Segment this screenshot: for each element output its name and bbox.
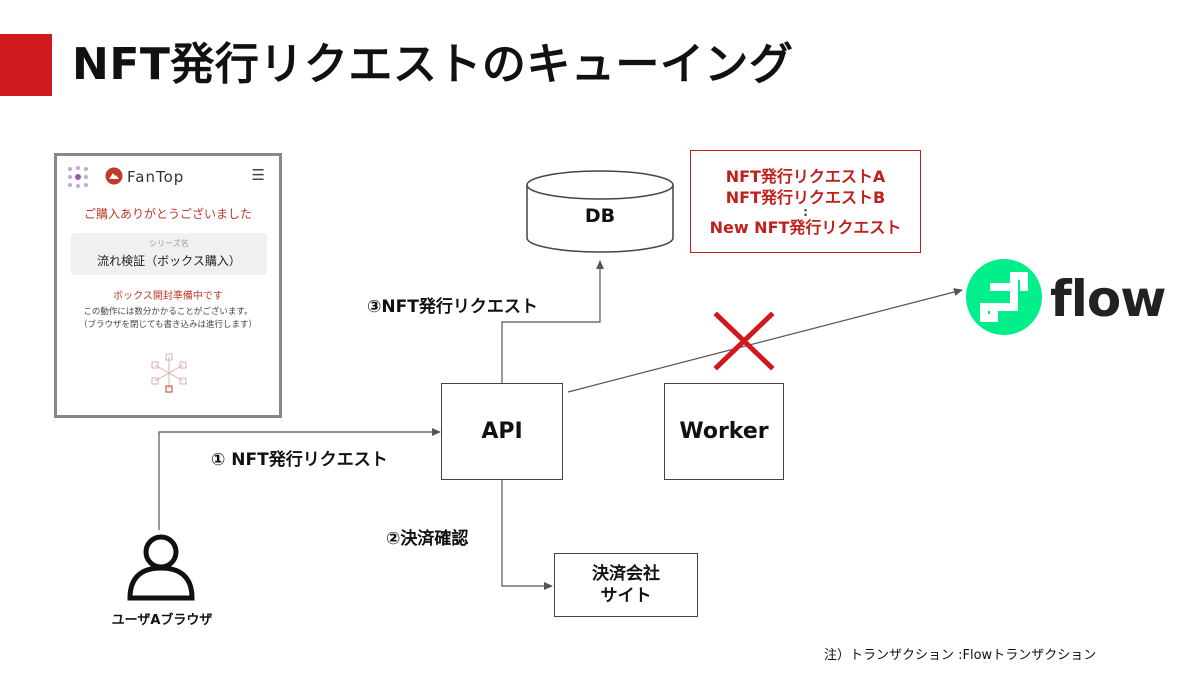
page-title: NFT発行リクエストのキューイング: [72, 39, 794, 90]
arrow-api-to-payment: [501, 480, 553, 590]
queue-item-a: NFT発行リクエストA: [725, 166, 886, 186]
series-value: 流れ検証（ボックス購入）: [97, 254, 241, 268]
step3-label: ③NFT発行リクエスト: [367, 297, 538, 317]
phone-note: この動作には数分かかることがございます。 （ブラウザを閉じても書き込みは進行しま…: [57, 306, 279, 332]
phone-header: FanTop ☰: [57, 156, 279, 196]
user-label: ユーザAブラウザ: [111, 613, 213, 628]
phone-note-line1: この動作には数分かかることがございます。: [83, 307, 253, 317]
phone-thanks-message: ご購入ありがとうございました: [83, 207, 252, 221]
network-cubes-icon: [151, 353, 187, 393]
queue-ellipsis: :: [803, 204, 808, 219]
api-box: API: [441, 383, 563, 480]
footer-note: 注）トランザクション :Flowトランザクション: [824, 648, 1097, 663]
step1-label: ① NFT発行リクエスト: [211, 450, 388, 470]
worker-label: Worker: [679, 419, 769, 444]
person-icon: [127, 534, 195, 601]
worker-box: Worker: [664, 383, 784, 480]
queue-item-b: NFT発行リクエストB: [725, 187, 886, 207]
db-label: DB: [584, 205, 616, 227]
red-x-icon: [713, 311, 775, 371]
db-cylinder-icon: [526, 170, 674, 253]
fantop-phone-screen: FanTop ☰ ご購入ありがとうございました シリーズ名 流れ検証（ボックス購…: [54, 153, 282, 418]
payment-label-line2: サイト: [600, 586, 652, 606]
flow-wordmark: flow: [1050, 270, 1166, 328]
phone-series-card: シリーズ名 流れ検証（ボックス購入）: [71, 233, 267, 275]
queue-item-new: New NFT発行リクエスト: [709, 217, 902, 237]
hamburger-icon[interactable]: ☰: [251, 166, 265, 184]
phone-note-line2: （ブラウザを閉じても書き込みは進行します）: [78, 320, 258, 330]
arrow-user-to-api: [158, 428, 441, 530]
series-key: シリーズ名: [149, 239, 189, 248]
title-accent-bar: [0, 34, 52, 96]
api-label: API: [481, 419, 523, 444]
phone-preparing: ボックス開封準備中です: [113, 291, 223, 302]
phone-brand: FanTop: [127, 168, 185, 186]
dots-logo-icon: [68, 166, 88, 188]
request-queue-box: NFT発行リクエストA NFT発行リクエストB : New NFT発行リクエスト: [690, 150, 921, 253]
fantop-logo-icon: [105, 167, 123, 185]
step2-label: ②決済確認: [386, 529, 469, 549]
arrow-api-to-flow: [567, 288, 963, 393]
payment-site-box: 決済会社 サイト: [554, 553, 698, 617]
flow-logo-icon: [966, 259, 1042, 335]
payment-label-line1: 決済会社: [592, 564, 660, 584]
arrow-api-to-db: [501, 260, 604, 383]
